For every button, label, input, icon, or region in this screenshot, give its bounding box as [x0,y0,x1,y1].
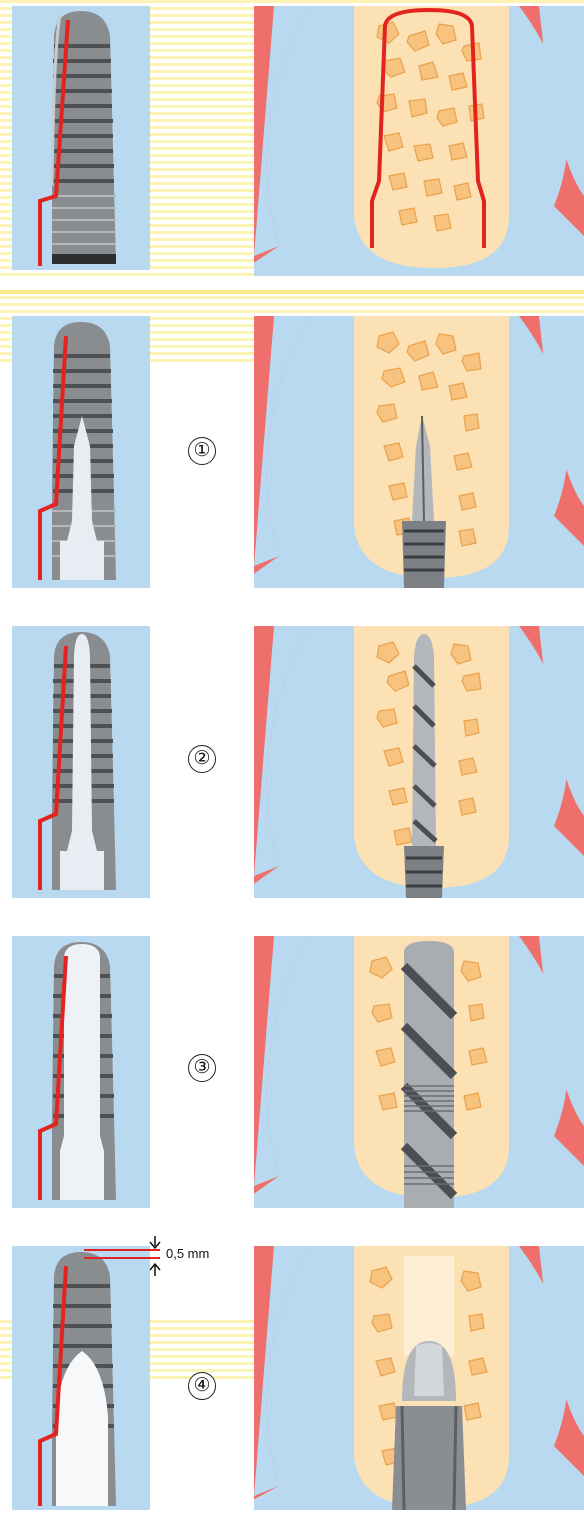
implant-icon [12,316,150,588]
implant-panel-step-4 [12,1246,150,1510]
step-number-1: ① [188,437,216,465]
section-divider [0,290,584,294]
bone-panel-step-4 [254,1246,584,1510]
implant-icon [12,1246,150,1510]
implant-panel-step-1 [12,316,150,588]
bone-panel-step-2 [254,626,584,898]
step-number-4: ④ [188,1372,216,1400]
step-number-2: ② [188,745,216,773]
implant-icon [12,936,150,1208]
bone-panel-step-1 [254,316,584,588]
measurement-label: 0,5 mm [166,1246,209,1261]
implant-icon [12,6,150,270]
bone-panel-step-3 [254,936,584,1208]
measure-line-bottom [84,1257,160,1259]
implant-icon [12,626,150,898]
implant-panel-overview [12,6,150,270]
implant-panel-step-3 [12,936,150,1208]
step-number-3: ③ [188,1054,216,1082]
implant-panel-step-2 [12,626,150,898]
measure-line-top [84,1249,160,1251]
bone-panel-overview [254,6,584,276]
countersink-drill-icon [404,941,454,1208]
